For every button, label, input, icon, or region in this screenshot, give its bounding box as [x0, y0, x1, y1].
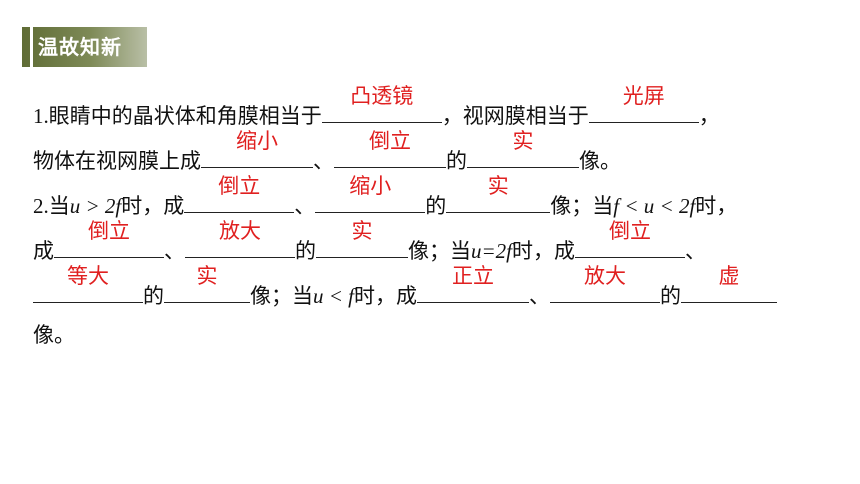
question-text: 的: [295, 239, 316, 263]
answer-text: 倒立: [88, 219, 130, 243]
question-2-line-3: 等大的 实像；当u < f时，成 正立、 放大的 虚: [33, 264, 778, 312]
question-text: 、: [685, 239, 707, 263]
answer-blank: 倒立: [54, 219, 164, 258]
question-number: 2.: [33, 194, 49, 218]
answer-blank: 实: [164, 264, 250, 303]
question-2-line-1: 2.当u > 2f时，成 倒立、 缩小的 实像；当f < u < 2f时，: [33, 174, 738, 222]
answer-text: 凸透镜: [350, 84, 414, 108]
question-text: 时，成: [354, 284, 418, 308]
question-text: 时，: [695, 194, 738, 218]
condition-formula: u=2f: [471, 239, 513, 263]
question-text: 像；当: [408, 239, 471, 263]
question-text: 像。: [33, 323, 75, 347]
question-text: ，视网膜相当于: [441, 104, 589, 128]
answer-text: 倒立: [369, 129, 411, 153]
answer-blank: 光屏: [588, 84, 699, 123]
answer-text: 虚: [718, 264, 740, 288]
answer-blank: 正立: [417, 264, 530, 303]
answer-blank: 放大: [550, 264, 661, 303]
question-text: 像；当: [550, 194, 614, 218]
answer-blank: 倒立: [184, 174, 295, 213]
answer-text: 实: [196, 264, 218, 288]
condition-formula: f < u < 2f: [613, 194, 696, 218]
section-title: 温故知新: [38, 35, 122, 59]
question-text: 、: [294, 194, 316, 218]
question-text: 的: [143, 284, 164, 308]
question-1-line-2: 物体在视网膜上成 缩小、 倒立的 实像。: [33, 129, 621, 177]
question-text: 时，成: [121, 194, 185, 218]
question-text: 物体在视网膜上成: [33, 149, 201, 173]
question-text: 像。: [579, 149, 621, 173]
answer-blank: 缩小: [315, 174, 426, 213]
answer-text: 实: [487, 174, 509, 198]
question-text: ，: [698, 104, 720, 128]
section-header: 温故知新: [22, 27, 147, 67]
condition-formula: u > 2f: [69, 194, 122, 218]
question-text: 成: [33, 239, 54, 263]
answer-blank: 实: [467, 129, 579, 168]
answer-blank: 缩小: [201, 129, 313, 168]
question-text: 的: [660, 284, 682, 308]
answer-text: 光屏: [622, 84, 665, 108]
answer-blank: 倒立: [334, 129, 446, 168]
question-text: 、: [164, 239, 185, 263]
answer-blank: 实: [446, 174, 551, 213]
question-text: 像；当: [250, 284, 313, 308]
question-text: 当: [48, 194, 70, 218]
answer-text: 缩小: [349, 174, 392, 198]
condition-formula: u < f: [313, 284, 355, 308]
answer-blank: 虚: [681, 264, 778, 303]
answer-text: 实: [512, 129, 534, 153]
answer-blank: 放大: [185, 219, 295, 258]
answer-text: 实: [351, 219, 373, 243]
question-text: 的: [446, 149, 467, 173]
question-text: 眼睛中的晶状体和角膜相当于: [48, 104, 322, 128]
answer-text: 等大: [67, 264, 109, 288]
answer-text: 放大: [219, 219, 261, 243]
question-number: 1.: [33, 104, 49, 128]
answer-text: 放大: [584, 264, 627, 288]
header-accent-stripe: [30, 27, 33, 67]
question-text: 、: [529, 284, 551, 308]
answer-text: 倒立: [218, 174, 261, 198]
answer-blank: 实: [316, 219, 408, 258]
question-text: 时，成: [512, 239, 576, 263]
answer-blank: 凸透镜: [321, 84, 442, 123]
answer-text: 正立: [452, 264, 495, 288]
question-text: 、: [313, 149, 334, 173]
answer-text: 倒立: [609, 219, 652, 243]
answer-blank: 倒立: [575, 219, 686, 258]
question-text: 的: [425, 194, 447, 218]
question-2-line-4: 像。: [33, 313, 75, 357]
question-1-line-1: 1.眼睛中的晶状体和角膜相当于 凸透镜 ，视网膜相当于 光屏 ，: [33, 84, 720, 132]
answer-text: 缩小: [236, 129, 278, 153]
answer-blank: 等大: [33, 264, 143, 303]
question-2-line-2: 成 倒立、 放大的 实像；当u=2f时，成 倒立、: [33, 219, 707, 267]
